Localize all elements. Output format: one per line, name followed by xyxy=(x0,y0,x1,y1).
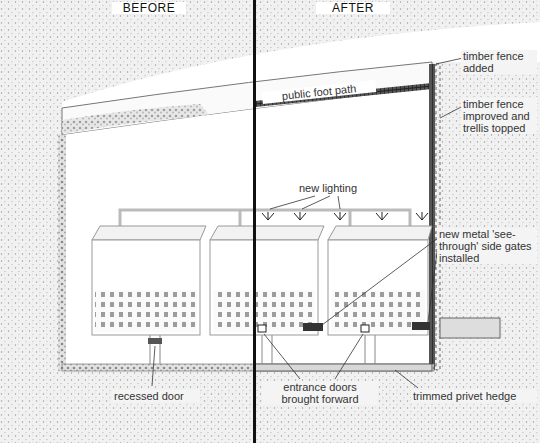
callout-label: new metal 'see-through' side gates insta… xyxy=(437,228,537,264)
callout-label: recessed door xyxy=(112,390,200,402)
heading: BEFORE xyxy=(112,2,186,14)
side-gate xyxy=(412,322,430,330)
recessed-door xyxy=(148,338,162,344)
entrance-door xyxy=(361,325,369,332)
entrance-door xyxy=(258,325,266,332)
callout-label: new lighting xyxy=(286,182,370,194)
before-after-divider xyxy=(253,0,256,443)
side-gate xyxy=(303,323,323,331)
leader-lines xyxy=(152,58,463,388)
bin-store xyxy=(440,318,500,338)
trellis xyxy=(436,64,440,370)
heading: AFTER xyxy=(316,2,390,14)
callout-label: trimmed privet hedge xyxy=(411,390,537,402)
new-lights xyxy=(262,212,428,220)
privet-hedge xyxy=(62,364,434,371)
callout-label: timber fence improved and trellis topped xyxy=(461,98,537,134)
callout-label: entrance doors brought forward xyxy=(262,381,378,405)
entry-paths xyxy=(150,335,375,364)
upper-area xyxy=(62,22,540,108)
callout-label: timber fence added xyxy=(461,50,537,74)
left-hedge xyxy=(58,135,66,371)
courtyard xyxy=(62,88,432,368)
